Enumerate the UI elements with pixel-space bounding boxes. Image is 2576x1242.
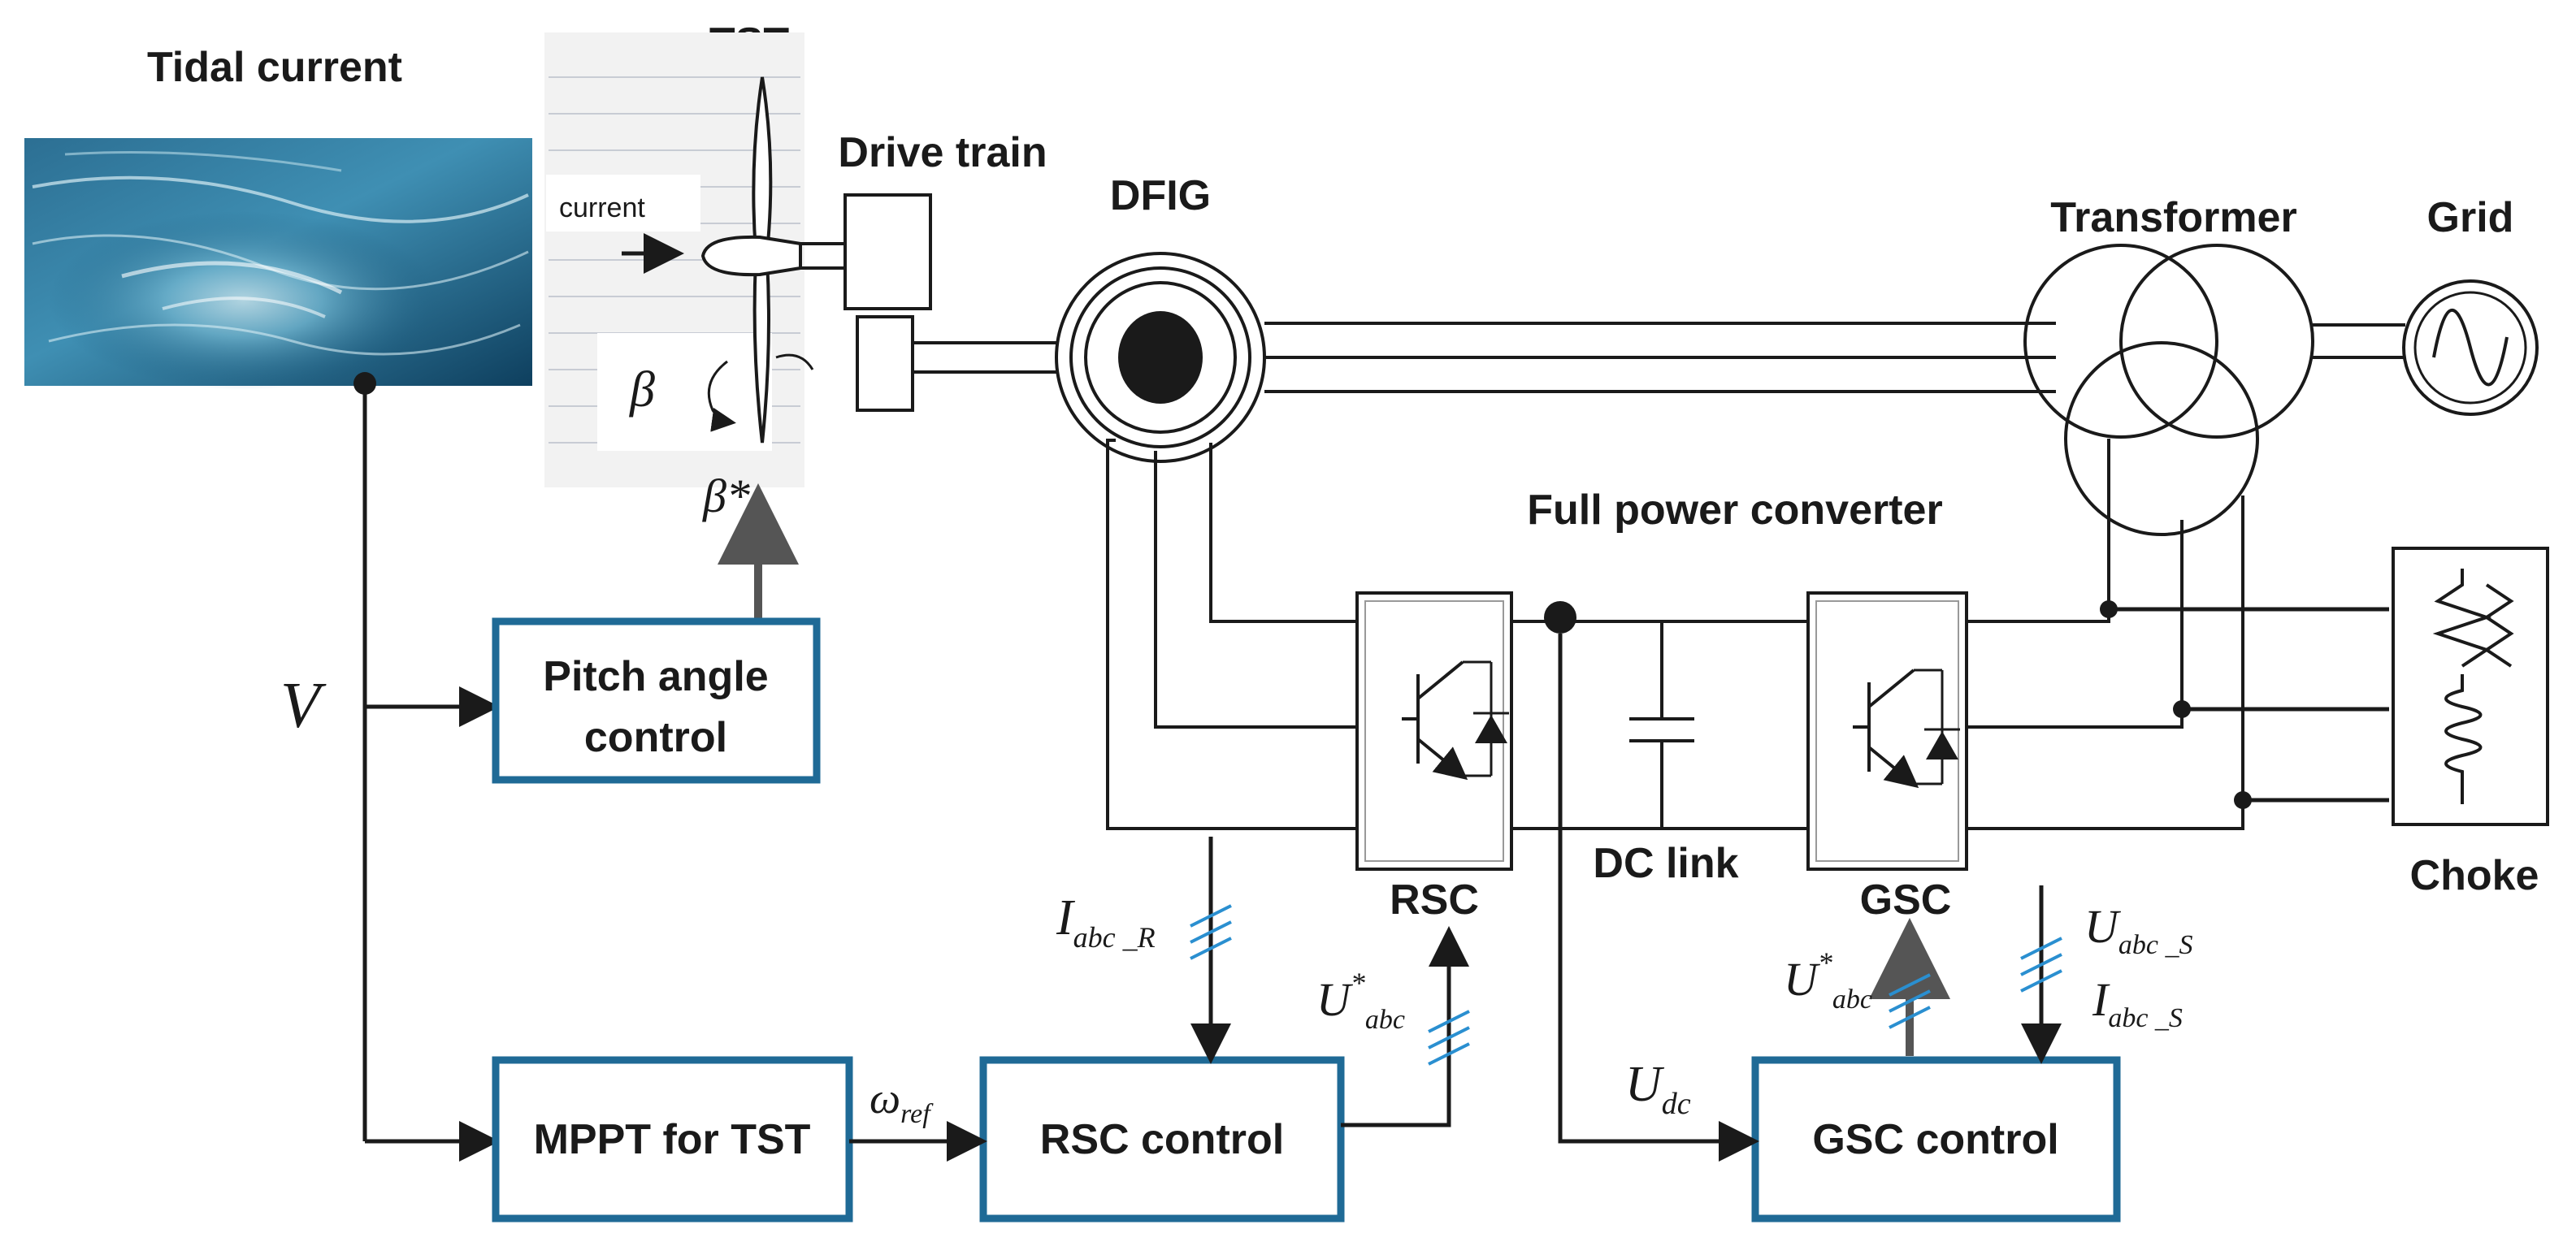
U-abc-S-main: U xyxy=(2084,900,2122,953)
transformer-symbol xyxy=(2023,244,2314,536)
omega-symbol: ω xyxy=(870,1074,900,1123)
choke-label: Choke xyxy=(2410,852,2539,899)
U-abc-S-label: Uabc _S xyxy=(2084,900,2192,960)
drive-train-label: Drive train xyxy=(838,129,1047,176)
I-abc-S-sub: abc _S xyxy=(2108,1003,2183,1033)
rsc-converter xyxy=(1355,591,1513,871)
U-dc-main: U xyxy=(1625,1057,1665,1112)
tidal-current-label: Tidal current xyxy=(147,44,402,91)
transformer-label: Transformer xyxy=(2050,194,2296,241)
I-abc-S-main: I xyxy=(2092,973,2110,1026)
mppt-box-text: MPPT for TST xyxy=(534,1116,811,1163)
beta-star-label: β* xyxy=(702,470,750,522)
rotor-lines xyxy=(1106,439,2244,830)
U-abc-S-sub: abc _S xyxy=(2118,930,2193,960)
omega-ref-label: ωref xyxy=(870,1074,934,1129)
gsc-label: GSC xyxy=(1860,876,1952,924)
dc-link-junction-dot xyxy=(1544,601,1576,634)
U-abc-rsc-main: U xyxy=(1316,973,1354,1026)
dfig-label: DFIG xyxy=(1110,172,1211,219)
V-label: V xyxy=(280,670,327,742)
U-dc-label: Udc xyxy=(1625,1057,1691,1121)
pitch-angle-control-box: Pitch angle control xyxy=(492,617,821,784)
grid-source xyxy=(2402,279,2539,416)
U-dc-sub: dc xyxy=(1662,1087,1691,1121)
gsc-control-box: GSC control xyxy=(1751,1056,2121,1223)
U-abc-gsc-main: U xyxy=(1784,953,1821,1006)
rsc-control-box: RSC control xyxy=(979,1056,1345,1223)
U-abc-gsc-star: * xyxy=(1818,946,1832,979)
I-abc-R-sub: abc _R xyxy=(1073,921,1156,954)
pitch-box-line1: Pitch angle xyxy=(543,653,768,700)
full-power-converter-label: Full power converter xyxy=(1527,487,1942,534)
U-abc-rsc-label: U*abc xyxy=(1316,967,1405,1035)
stator-lines xyxy=(1264,322,2056,393)
U-abc-gsc-sub: abc xyxy=(1832,985,1872,1015)
dc-link-label: DC link xyxy=(1593,840,1738,887)
I-abc-R-label: Iabc _R xyxy=(1056,890,1156,954)
gsc-converter xyxy=(1806,591,1968,871)
pitch-box-line2: control xyxy=(584,714,727,761)
choke-symbol xyxy=(2392,547,2549,826)
U-abc-rsc-star: * xyxy=(1351,967,1365,999)
rsc-control-text: RSC control xyxy=(1040,1116,1284,1163)
gsc-control-text: GSC control xyxy=(1812,1116,2058,1163)
tst-turbine-picture xyxy=(544,32,845,487)
I-abc-S-label: Iabc _S xyxy=(2092,973,2183,1033)
tidal-water-image xyxy=(24,138,532,390)
omega-subscript: ref xyxy=(900,1099,934,1129)
drive-train-gearbox xyxy=(843,193,1060,412)
current-label: current xyxy=(559,193,645,223)
U-abc-gsc-label: U*abc xyxy=(1784,946,1872,1015)
grid-label: Grid xyxy=(2427,194,2514,241)
beta-label: β xyxy=(629,362,655,418)
dfig-generator xyxy=(1055,252,1266,463)
mppt-box: MPPT for TST xyxy=(492,1056,853,1223)
U-abc-rsc-sub: abc xyxy=(1365,1005,1405,1035)
rsc-label: RSC xyxy=(1390,876,1479,924)
dc-link xyxy=(1511,620,1808,830)
I-abc-R-main: I xyxy=(1056,890,1076,946)
